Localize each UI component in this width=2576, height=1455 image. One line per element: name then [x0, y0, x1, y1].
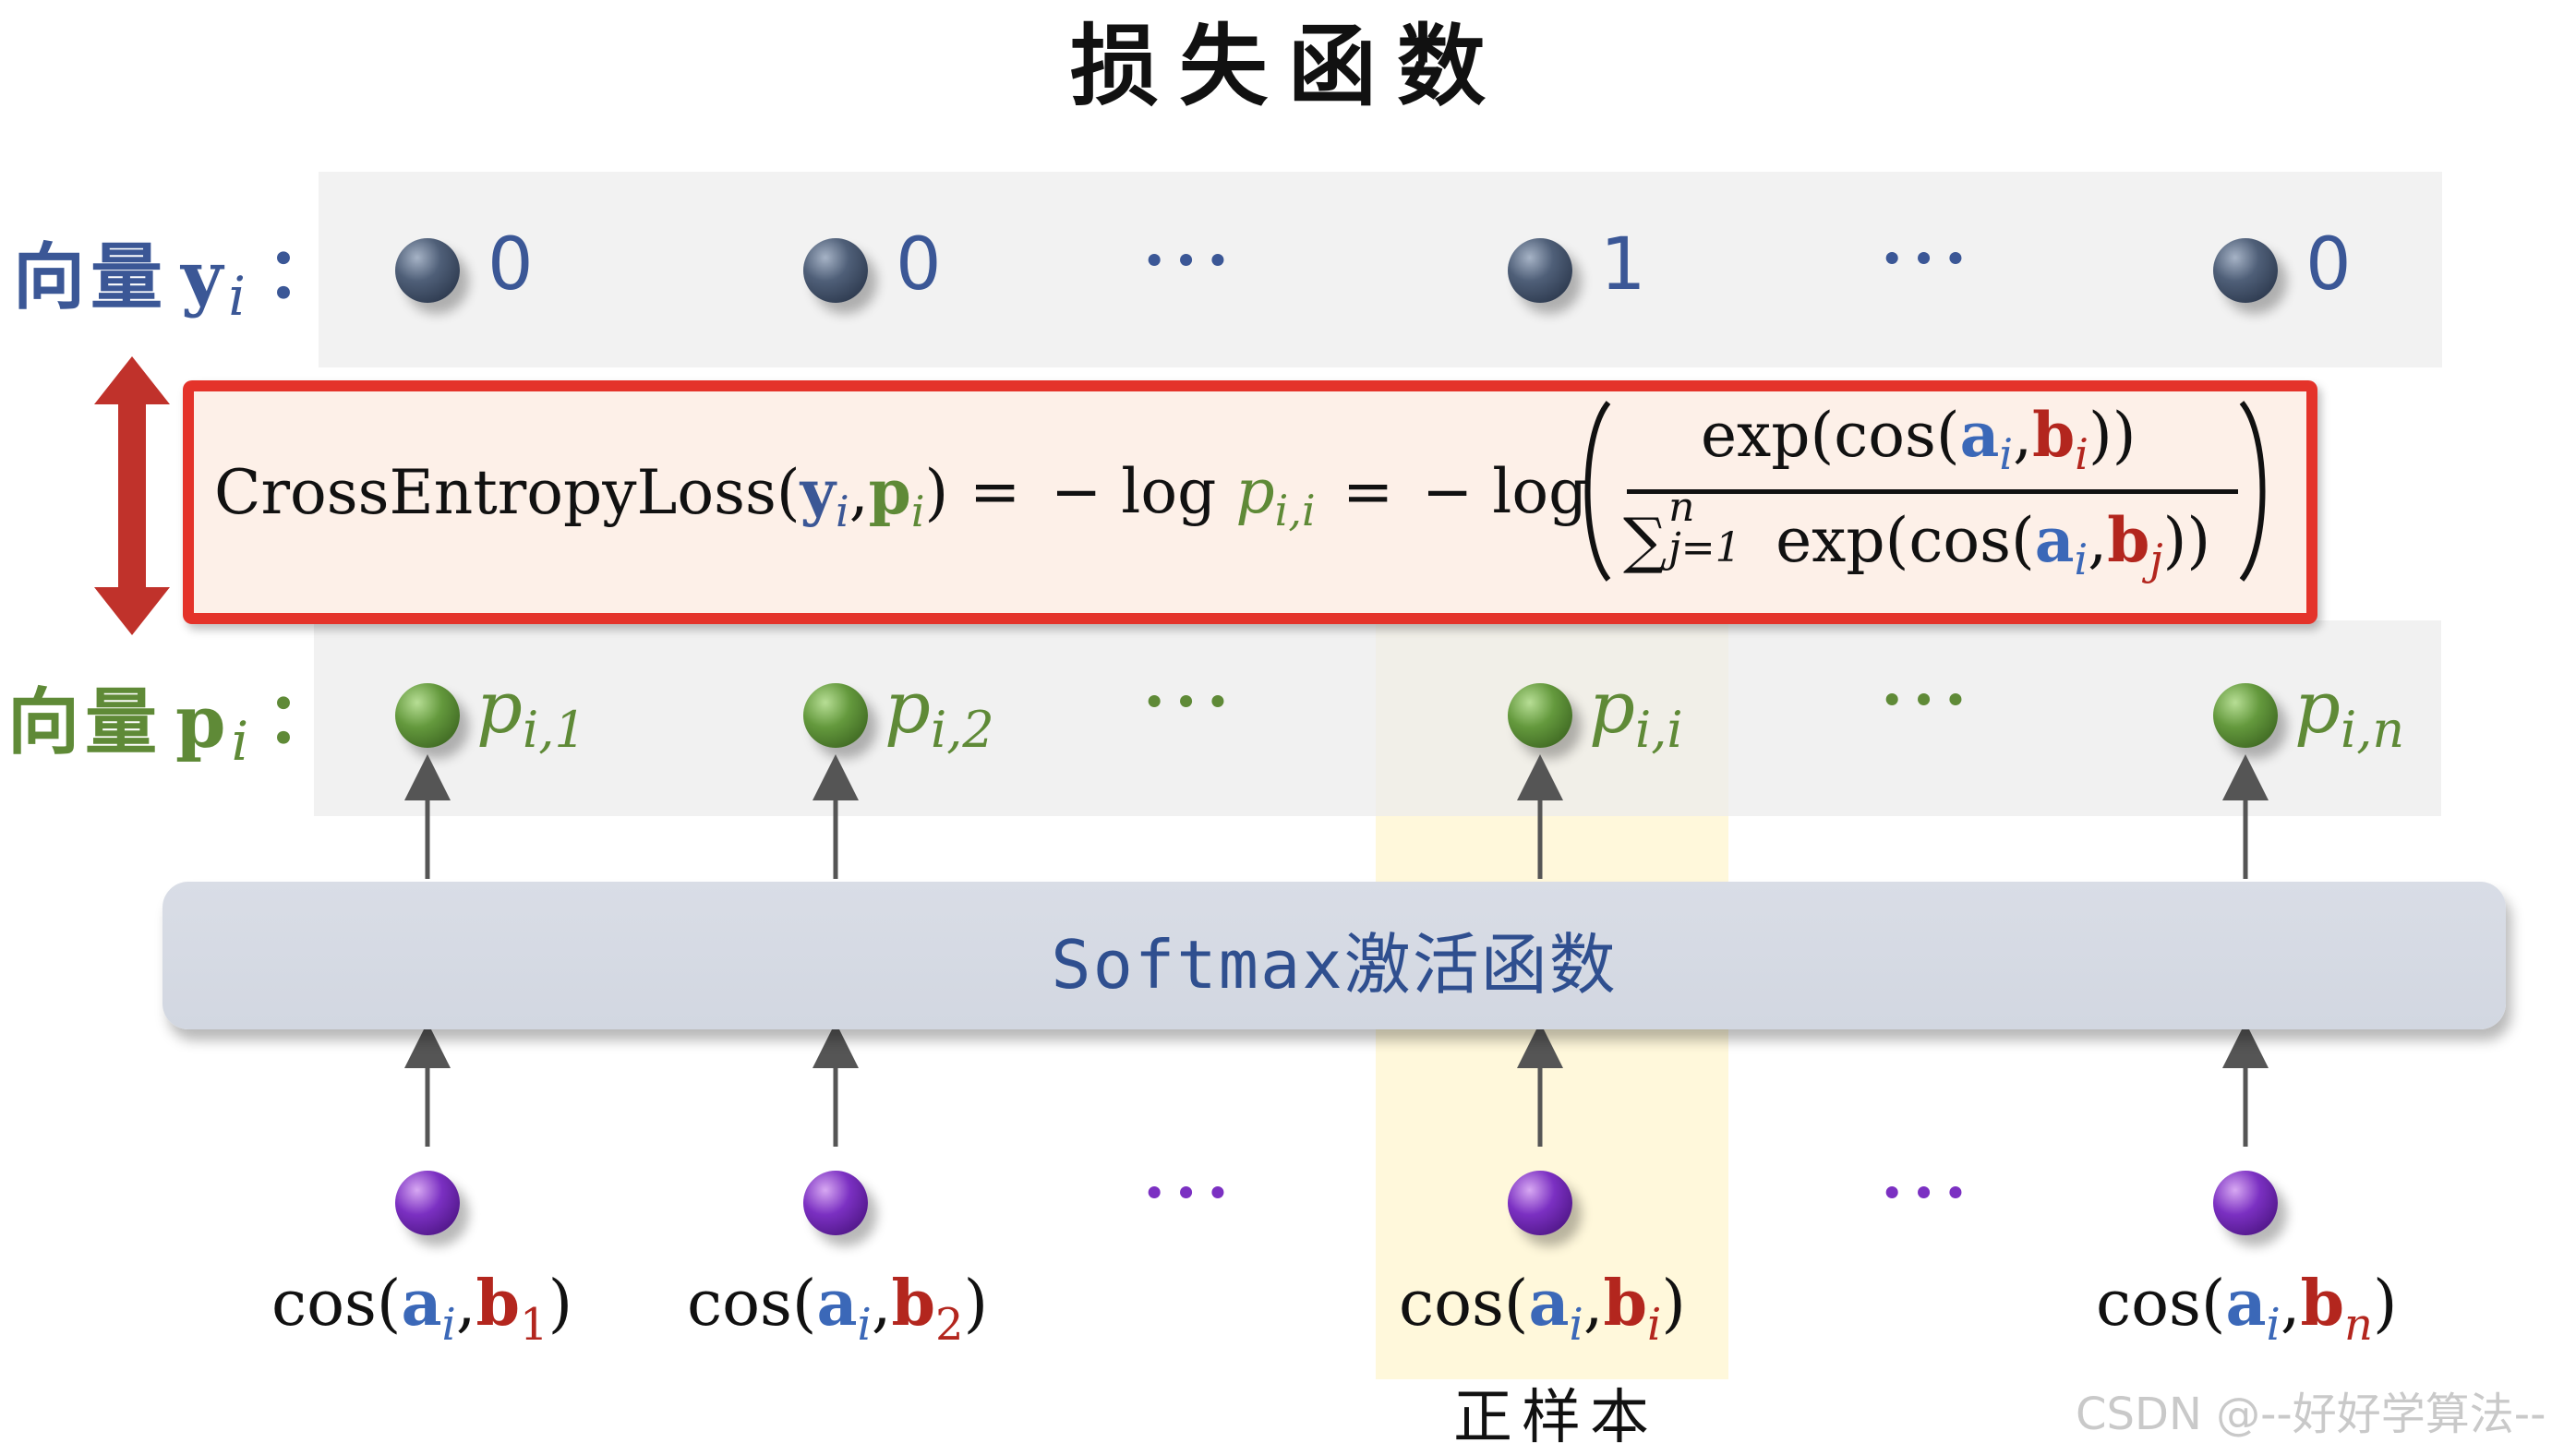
y-value-2: 0 [896, 223, 942, 307]
p-ball-3 [1508, 683, 1572, 748]
formula-lhs: CrossEntropyLoss(yi,pi) [214, 456, 949, 536]
p-row-label-cn: 向量 [7, 680, 163, 764]
cos-ball-2 [803, 1171, 868, 1235]
y-ball-2 [803, 238, 868, 303]
formula-fraction-bar [1627, 489, 2238, 494]
y-row-label-cn: 向量 [13, 235, 169, 319]
p-ball-2 [803, 683, 868, 748]
formula-numerator: exp(cos(ai,bi)) [1701, 399, 2137, 479]
p-ball-1 [395, 683, 460, 748]
y-ball-3 [1508, 238, 1572, 303]
cos-ball-1 [395, 1171, 460, 1235]
cos-label-1: cos(ai,b1) [271, 1267, 573, 1351]
cos-label-4: cos(ai,bn) [2096, 1267, 2398, 1351]
cos-ball-4 [2213, 1171, 2278, 1235]
formula-p-symbol: p [868, 456, 911, 528]
p-value-1: pi,1 [476, 667, 586, 759]
y-value-3: 1 [1600, 223, 1646, 307]
y-row-band [319, 172, 2442, 367]
formula-equals-2: = [1342, 456, 1394, 527]
p-ellipsis-1: ··· [1143, 663, 1239, 740]
formula-neg-log-1: − log pi,i [1051, 456, 1316, 535]
p-row-label-sub: i [231, 710, 255, 773]
formula-equals-1: = [969, 456, 1021, 527]
y-row-colon: ： [266, 232, 336, 314]
cos-label-2: cos(ai,b2) [687, 1267, 989, 1351]
cos-ellipsis-2: ··· [1881, 1154, 1977, 1231]
formula-p-ii: p [1235, 456, 1275, 527]
formula-name: CrossEntropyLoss [214, 457, 776, 528]
p-value-4: pi,n [2294, 667, 2405, 759]
y-ball-1 [395, 238, 460, 303]
p-row-colon: ： [266, 677, 336, 759]
cos-label-3: cos(ai,bi) [1399, 1267, 1686, 1351]
cos-ball-3 [1508, 1171, 1572, 1235]
diagram-title: 损失函数 [1070, 14, 1506, 118]
softmax-label: Softmax激活函数 [1051, 926, 1618, 1004]
softmax-block [163, 882, 2506, 1029]
p-ball-4 [2213, 683, 2278, 748]
y-value-1: 0 [488, 223, 534, 307]
y-row-label-symbol: y [181, 235, 229, 319]
formula-neg-log-2: − log [1422, 456, 1588, 527]
cross-entropy-formula-box [183, 380, 2317, 624]
y-value-4: 0 [2305, 223, 2352, 307]
p-row-label-symbol: p [175, 680, 232, 764]
y-ball-4 [2213, 238, 2278, 303]
formula-y-symbol: y [800, 456, 836, 528]
formula-sum: ∑ [1623, 505, 1667, 576]
p-value-3: pi,i [1589, 667, 1683, 759]
double-arrow-icon [94, 356, 170, 635]
p-ellipsis-2: ··· [1881, 661, 1977, 738]
p-row-band [314, 620, 2441, 816]
p-value-2: pi,2 [885, 667, 994, 759]
cos-ellipsis-1: ··· [1143, 1154, 1239, 1231]
y-ellipsis-2: ··· [1881, 220, 1977, 296]
y-row-label-sub: i [228, 265, 251, 328]
formula-big-paren-right [2239, 401, 2266, 582]
formula-big-paren-left [1584, 401, 1611, 582]
y-ellipsis-1: ··· [1143, 222, 1239, 298]
watermark: CSDN @--好好学算法-- [2076, 1389, 2546, 1440]
positive-sample-label: 正样本 [1453, 1384, 1658, 1452]
